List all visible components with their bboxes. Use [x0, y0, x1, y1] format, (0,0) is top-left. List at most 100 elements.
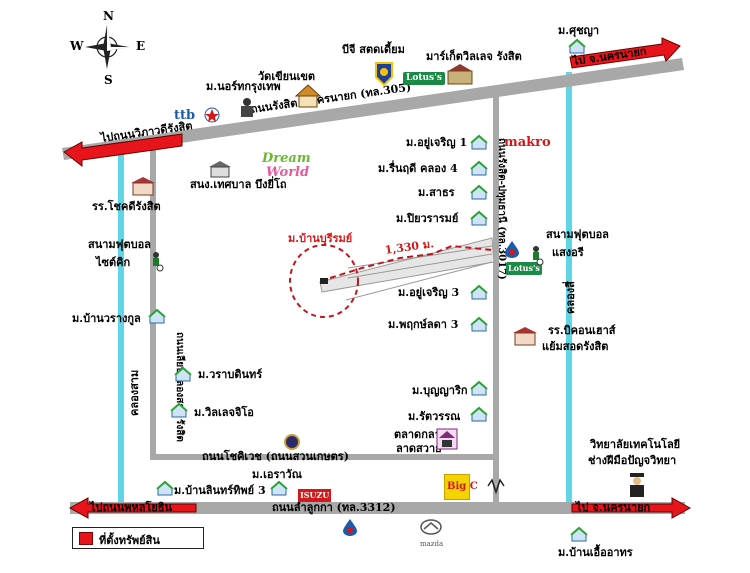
- place-municipal-office: สนง.เทศบาล บึงยี่โถ: [190, 178, 287, 191]
- place-bilingual-school-1: รร.บิคอนเฮาส์: [548, 324, 616, 337]
- road-chokechai: [150, 454, 498, 460]
- house-icon: [470, 210, 488, 226]
- place-market-2: ลาดสวาย: [396, 442, 442, 455]
- municipal-building-icon: [208, 160, 232, 178]
- road-lam-luk-ka: [70, 502, 685, 514]
- compass-rose: [85, 25, 129, 69]
- road-label-lam-luk-ka: ถนนลำลูกกา (ทล.3312): [272, 501, 396, 514]
- road-label-to-nakhon-nayok-bottom: ไป จ.นครนายก: [576, 501, 651, 514]
- isuzu-logo: ISUZU: [298, 489, 332, 502]
- ttb-logo: ttb: [174, 108, 196, 123]
- school-icon: [130, 176, 156, 196]
- compass-n: N: [103, 9, 114, 23]
- place-warabodin: ม.วราบดินทร์: [198, 368, 263, 381]
- place-mukchaya: ม.ศุชญา: [558, 24, 600, 37]
- house-icon: [470, 316, 488, 332]
- soi-line: [347, 245, 493, 269]
- compass-w: W: [70, 39, 84, 53]
- compass-s: S: [104, 73, 113, 87]
- lotus-right-logo: Lotus's: [506, 262, 542, 275]
- road-right-vertical: [493, 90, 499, 504]
- mazda-label: mazda: [420, 540, 444, 548]
- place-chokdee-school: รร.โชคดีรังสิต: [92, 200, 161, 213]
- place-bilingual-school-2: แย้มสอดรังสิต: [542, 340, 609, 353]
- place-football-right-1: สนามฟุตบอล: [546, 228, 609, 241]
- house-icon: [568, 38, 586, 54]
- place-market-1: ตลาดกลาง: [394, 428, 447, 441]
- road-left-vertical: [150, 148, 156, 460]
- place-market-village: มาร์เก็ตวิลเลจ รังสิต: [426, 50, 522, 63]
- place-tech-college-1: วิทยาลัยเทคโนโลยี: [590, 438, 681, 451]
- place-target-home: ม.บ้านบุรีรมย์: [288, 232, 353, 245]
- place-baan-ueaarthon: ม.บ้านเอื้ออาทร: [558, 546, 633, 559]
- place-football-left-1: สนามฟุตบอล: [88, 238, 151, 251]
- road-rangsit-nakhon-nayok: [62, 58, 684, 160]
- place-bg-stadium: บีจี สตดเดี้ยม: [342, 43, 405, 56]
- dream-world-logo-1: Dream: [262, 151, 311, 166]
- market-icon: [436, 428, 458, 450]
- bigc-logo: Big C: [444, 474, 478, 500]
- road-label-left-vertical: ถนนเลียบคลองสาม รังสิต: [174, 332, 185, 442]
- house-icon: [570, 526, 588, 542]
- place-bunnyarit: ม.บุญญาริก: [412, 384, 468, 397]
- arrow-left-bottom: [68, 497, 197, 519]
- bg-stadium-logo: [374, 61, 394, 87]
- place-satara: ม.สาธร: [418, 186, 455, 199]
- football-icon: [146, 250, 166, 272]
- lotus-top-logo: Lotus's: [403, 72, 445, 85]
- seal-icon: [284, 434, 300, 450]
- house-icon: [174, 366, 192, 382]
- place-eurawan: ม.เอราวัณ: [252, 468, 302, 481]
- dream-world-logo-2: World: [266, 165, 310, 180]
- ptt-drop-icon: [342, 518, 358, 536]
- place-baan-warangkun: ม.บ้านวรางกูล: [72, 312, 141, 325]
- graduate-icon: [626, 472, 648, 498]
- legend-property-swatch: [79, 532, 93, 545]
- ptt-star-icon: [204, 107, 220, 123]
- house-icon: [270, 480, 288, 496]
- place-rueandee: ม.รื่นฤดี คลอง 4: [378, 162, 458, 175]
- road-label-chokechai: ถนนโชคิเวช (ถนนสวนเกษตร): [202, 450, 349, 463]
- road-label-khlong-sam: คลองสาม: [128, 369, 141, 416]
- place-villaggio: ม.วิลเลจจิโอ: [194, 406, 254, 419]
- house-icon: [470, 160, 488, 176]
- soi-road: [319, 237, 495, 293]
- bigc-label: Big C: [447, 481, 478, 492]
- place-nor-krungthep: ม.นอร์ทกรุงเทพ: [206, 80, 281, 93]
- house-icon: [156, 480, 174, 496]
- road-label-to-phahonyothin: ไปถนนพหลโยธิน: [90, 501, 173, 514]
- canal-khlong-si: [566, 72, 572, 508]
- ptt-drop-icon: [504, 240, 520, 258]
- village-person-icon: [236, 96, 258, 118]
- arrow-right-top: [569, 37, 681, 69]
- soi-line: [345, 261, 493, 301]
- place-baan-linthip: ม.บ้านลินทร์ทิพย์ 3: [174, 484, 266, 497]
- makro-logo: makro: [504, 135, 551, 150]
- house-icon: [148, 308, 166, 324]
- house-icon: [470, 284, 488, 300]
- road-label-khlong-si: คลองสี่: [564, 281, 577, 314]
- market-village-icon: [446, 63, 474, 85]
- house-icon: [470, 406, 488, 422]
- radius-circle: [289, 244, 359, 318]
- temple-icon: [294, 84, 322, 108]
- place-wat-khian: วัดเขียนเขต: [258, 70, 315, 83]
- map-legend: ที่ตั้งทรัพย์สิน: [72, 527, 204, 549]
- house-icon: [470, 380, 488, 396]
- compass-e: E: [136, 39, 146, 53]
- canal-khlong-sam: [118, 140, 124, 508]
- arrow-right-bottom: [571, 497, 692, 519]
- house-icon: [470, 184, 488, 200]
- property-marker: [320, 278, 328, 284]
- house-icon: [170, 402, 188, 418]
- school-icon: [512, 326, 538, 346]
- place-phruksa-3: ม.พฤกษ์ลดา 3: [388, 318, 459, 331]
- house-icon: [470, 134, 488, 150]
- place-yuu-charoen-3: ม.อยู่เจริญ 3: [398, 286, 460, 299]
- place-tech-college-2: ช่างฝีมือปัญจวิทยา: [588, 454, 677, 467]
- place-football-right-2: แสงอรี: [552, 246, 584, 259]
- road-break-mark: [487, 478, 505, 495]
- place-piyawarom: ม.ปิยวรารมย์: [396, 212, 459, 225]
- arrow-left-top: [63, 133, 183, 168]
